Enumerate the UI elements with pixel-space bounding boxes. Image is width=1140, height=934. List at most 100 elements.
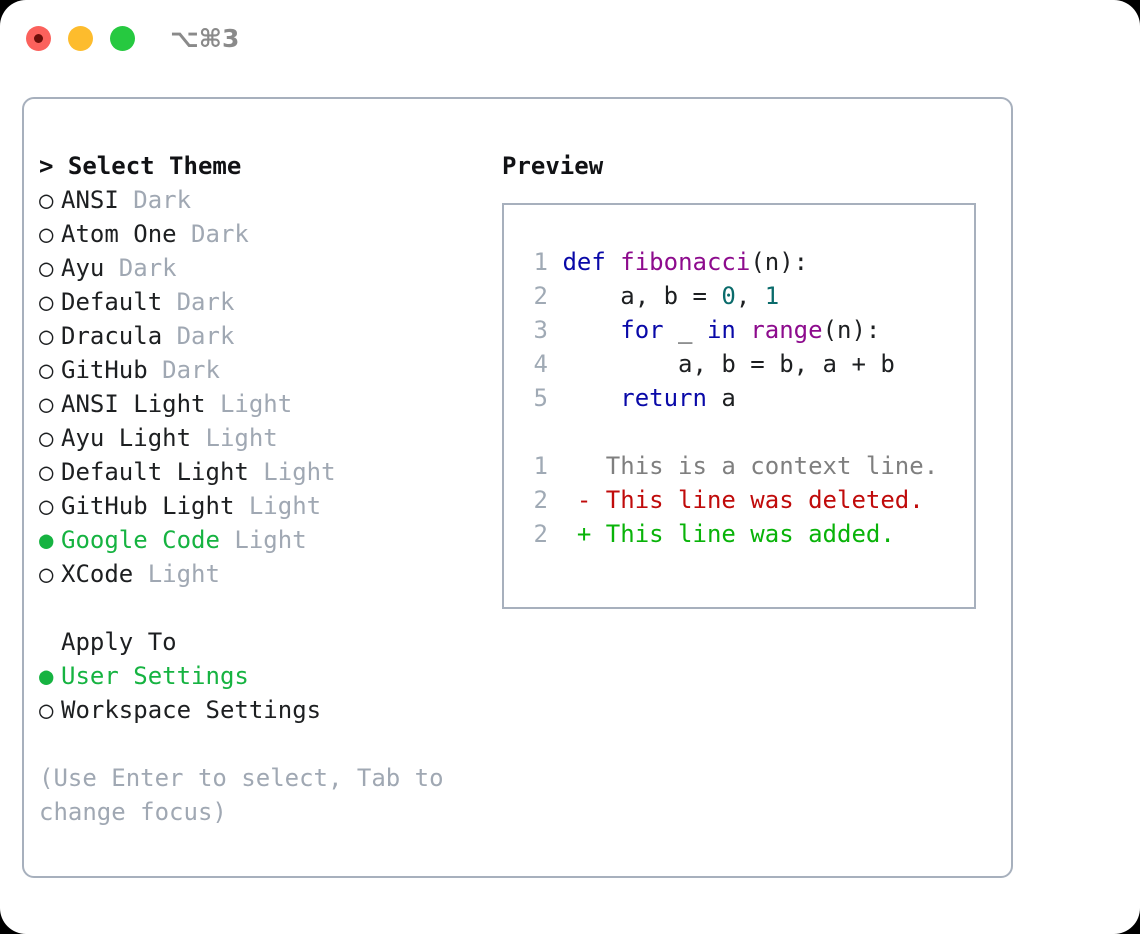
- code-token: (n):: [822, 316, 881, 344]
- theme-variant-badge: Dark: [162, 322, 235, 350]
- code-token: [606, 248, 620, 276]
- apply-to-list: ●User Settings○Workspace Settings: [39, 659, 499, 727]
- radio-unselected-icon: ○: [39, 492, 54, 520]
- line-number: 5: [533, 384, 548, 412]
- theme-picker: > Select Theme ○ANSI Dark○Atom One Dark○…: [39, 149, 499, 829]
- theme-name: Default: [61, 288, 163, 316]
- apply-to-label: User Settings: [61, 662, 249, 690]
- code-token: fibonacci: [620, 248, 751, 276]
- code-line: 5 return a: [514, 381, 968, 415]
- theme-variant-badge: Light: [205, 390, 293, 418]
- radio-unselected-icon: ○: [39, 322, 54, 350]
- diff-text: This is a context line.: [576, 452, 939, 480]
- radio-unselected-icon: ○: [39, 288, 54, 316]
- theme-name: GitHub: [61, 356, 148, 384]
- code-token: (n):: [750, 248, 809, 276]
- code-token: [736, 316, 750, 344]
- traffic-lights: [26, 26, 135, 51]
- theme-variant-badge: Dark: [162, 288, 235, 316]
- radio-selected-icon: ●: [39, 662, 54, 690]
- theme-variant-badge: Dark: [118, 186, 192, 214]
- theme-list-item[interactable]: ○Default Light Light: [39, 455, 499, 489]
- code-token: def: [562, 248, 606, 276]
- theme-variant-badge: Dark: [104, 254, 177, 282]
- theme-name: Google Code: [61, 526, 220, 554]
- maximize-button[interactable]: [110, 26, 135, 51]
- theme-list-item[interactable]: ○ANSI Dark: [39, 183, 499, 217]
- code-token: _: [663, 316, 707, 344]
- theme-list-item[interactable]: ○ANSI Light Light: [39, 387, 499, 421]
- theme-list-item[interactable]: ○GitHub Dark: [39, 353, 499, 387]
- theme-list-item[interactable]: ○GitHub Light Light: [39, 489, 499, 523]
- theme-list-item[interactable]: ○Dracula Dark: [39, 319, 499, 353]
- radio-selected-icon: ●: [39, 526, 54, 554]
- theme-name: ANSI Light: [61, 390, 206, 418]
- apply-to-option[interactable]: ○Workspace Settings: [39, 693, 499, 727]
- theme-variant-badge: Light: [191, 424, 278, 452]
- radio-unselected-icon: ○: [39, 186, 54, 214]
- radio-unselected-icon: ○: [39, 356, 54, 384]
- code-token: a, b = b, a + b: [562, 350, 895, 378]
- preview-column: Preview 1 def fibonacci(n):2 a, b = 0, 1…: [502, 149, 1002, 609]
- theme-list-item[interactable]: ○Atom One Dark: [39, 217, 499, 251]
- diff-text: + This line was added.: [576, 520, 895, 548]
- theme-variant-badge: Light: [234, 492, 322, 520]
- diff-text: - This line was deleted.: [576, 486, 924, 514]
- code-token: a, b =: [562, 282, 722, 310]
- theme-name: Default Light: [61, 458, 249, 486]
- select-theme-header: > Select Theme: [39, 152, 242, 180]
- code-token: range: [750, 316, 823, 344]
- radio-unselected-icon: ○: [39, 696, 54, 724]
- diff-lines: 1 This is a context line.2 - This line w…: [514, 449, 968, 551]
- code-token: in: [706, 316, 736, 344]
- apply-to-header: Apply To: [61, 628, 177, 656]
- code-token: [562, 316, 620, 344]
- theme-list-item[interactable]: ○Ayu Dark: [39, 251, 499, 285]
- apply-to-label: Workspace Settings: [61, 696, 322, 724]
- minimize-button[interactable]: [68, 26, 93, 51]
- theme-list-item[interactable]: ○XCode Light: [39, 557, 499, 591]
- theme-variant-badge: Dark: [147, 356, 220, 384]
- code-token: 0: [721, 282, 736, 310]
- theme-list: ○ANSI Dark○Atom One Dark○Ayu Dark○Defaul…: [39, 183, 499, 591]
- radio-unselected-icon: ○: [39, 424, 54, 452]
- main-panel: > Select Theme ○ANSI Dark○Atom One Dark○…: [22, 97, 1013, 878]
- code-line: 4 a, b = b, a + b: [514, 347, 968, 381]
- code-token: return: [620, 384, 707, 412]
- code-line: 3 for _ in range(n):: [514, 313, 968, 347]
- theme-name: Atom One: [61, 220, 177, 248]
- theme-name: Dracula: [61, 322, 163, 350]
- line-number: 2: [533, 520, 548, 548]
- theme-variant-badge: Light: [219, 526, 307, 554]
- theme-list-item[interactable]: ○Default Dark: [39, 285, 499, 319]
- diff-line: 2 - This line was deleted.: [514, 483, 968, 517]
- line-number: 3: [533, 316, 548, 344]
- keyboard-hint: (Use Enter to select, Tab to change focu…: [39, 764, 459, 826]
- keyboard-shortcut-label: ⌥⌘3: [170, 24, 240, 53]
- theme-name: ANSI: [61, 186, 119, 214]
- preview-title: Preview: [502, 152, 604, 180]
- close-button[interactable]: [26, 26, 51, 51]
- radio-unselected-icon: ○: [39, 458, 54, 486]
- code-blank-line: [514, 415, 968, 449]
- code-token: ,: [735, 282, 765, 310]
- theme-list-item[interactable]: ○Ayu Light Light: [39, 421, 499, 455]
- title-bar: ⌥⌘3: [0, 0, 1140, 78]
- line-number: 1: [533, 248, 548, 276]
- list-spacer: [39, 591, 499, 625]
- theme-name: XCode: [61, 560, 134, 588]
- radio-unselected-icon: ○: [39, 560, 54, 588]
- line-number: 4: [533, 350, 548, 378]
- code-line: 2 a, b = 0, 1: [514, 279, 968, 313]
- diff-line: 2 + This line was added.: [514, 517, 968, 551]
- apply-to-option[interactable]: ●User Settings: [39, 659, 499, 693]
- theme-name: Ayu Light: [61, 424, 192, 452]
- panel-columns: > Select Theme ○ANSI Dark○Atom One Dark○…: [24, 99, 1011, 876]
- line-number: 2: [533, 486, 548, 514]
- code-line: 1 def fibonacci(n):: [514, 245, 968, 279]
- theme-variant-badge: Light: [248, 458, 336, 486]
- theme-list-item[interactable]: ●Google Code Light: [39, 523, 499, 557]
